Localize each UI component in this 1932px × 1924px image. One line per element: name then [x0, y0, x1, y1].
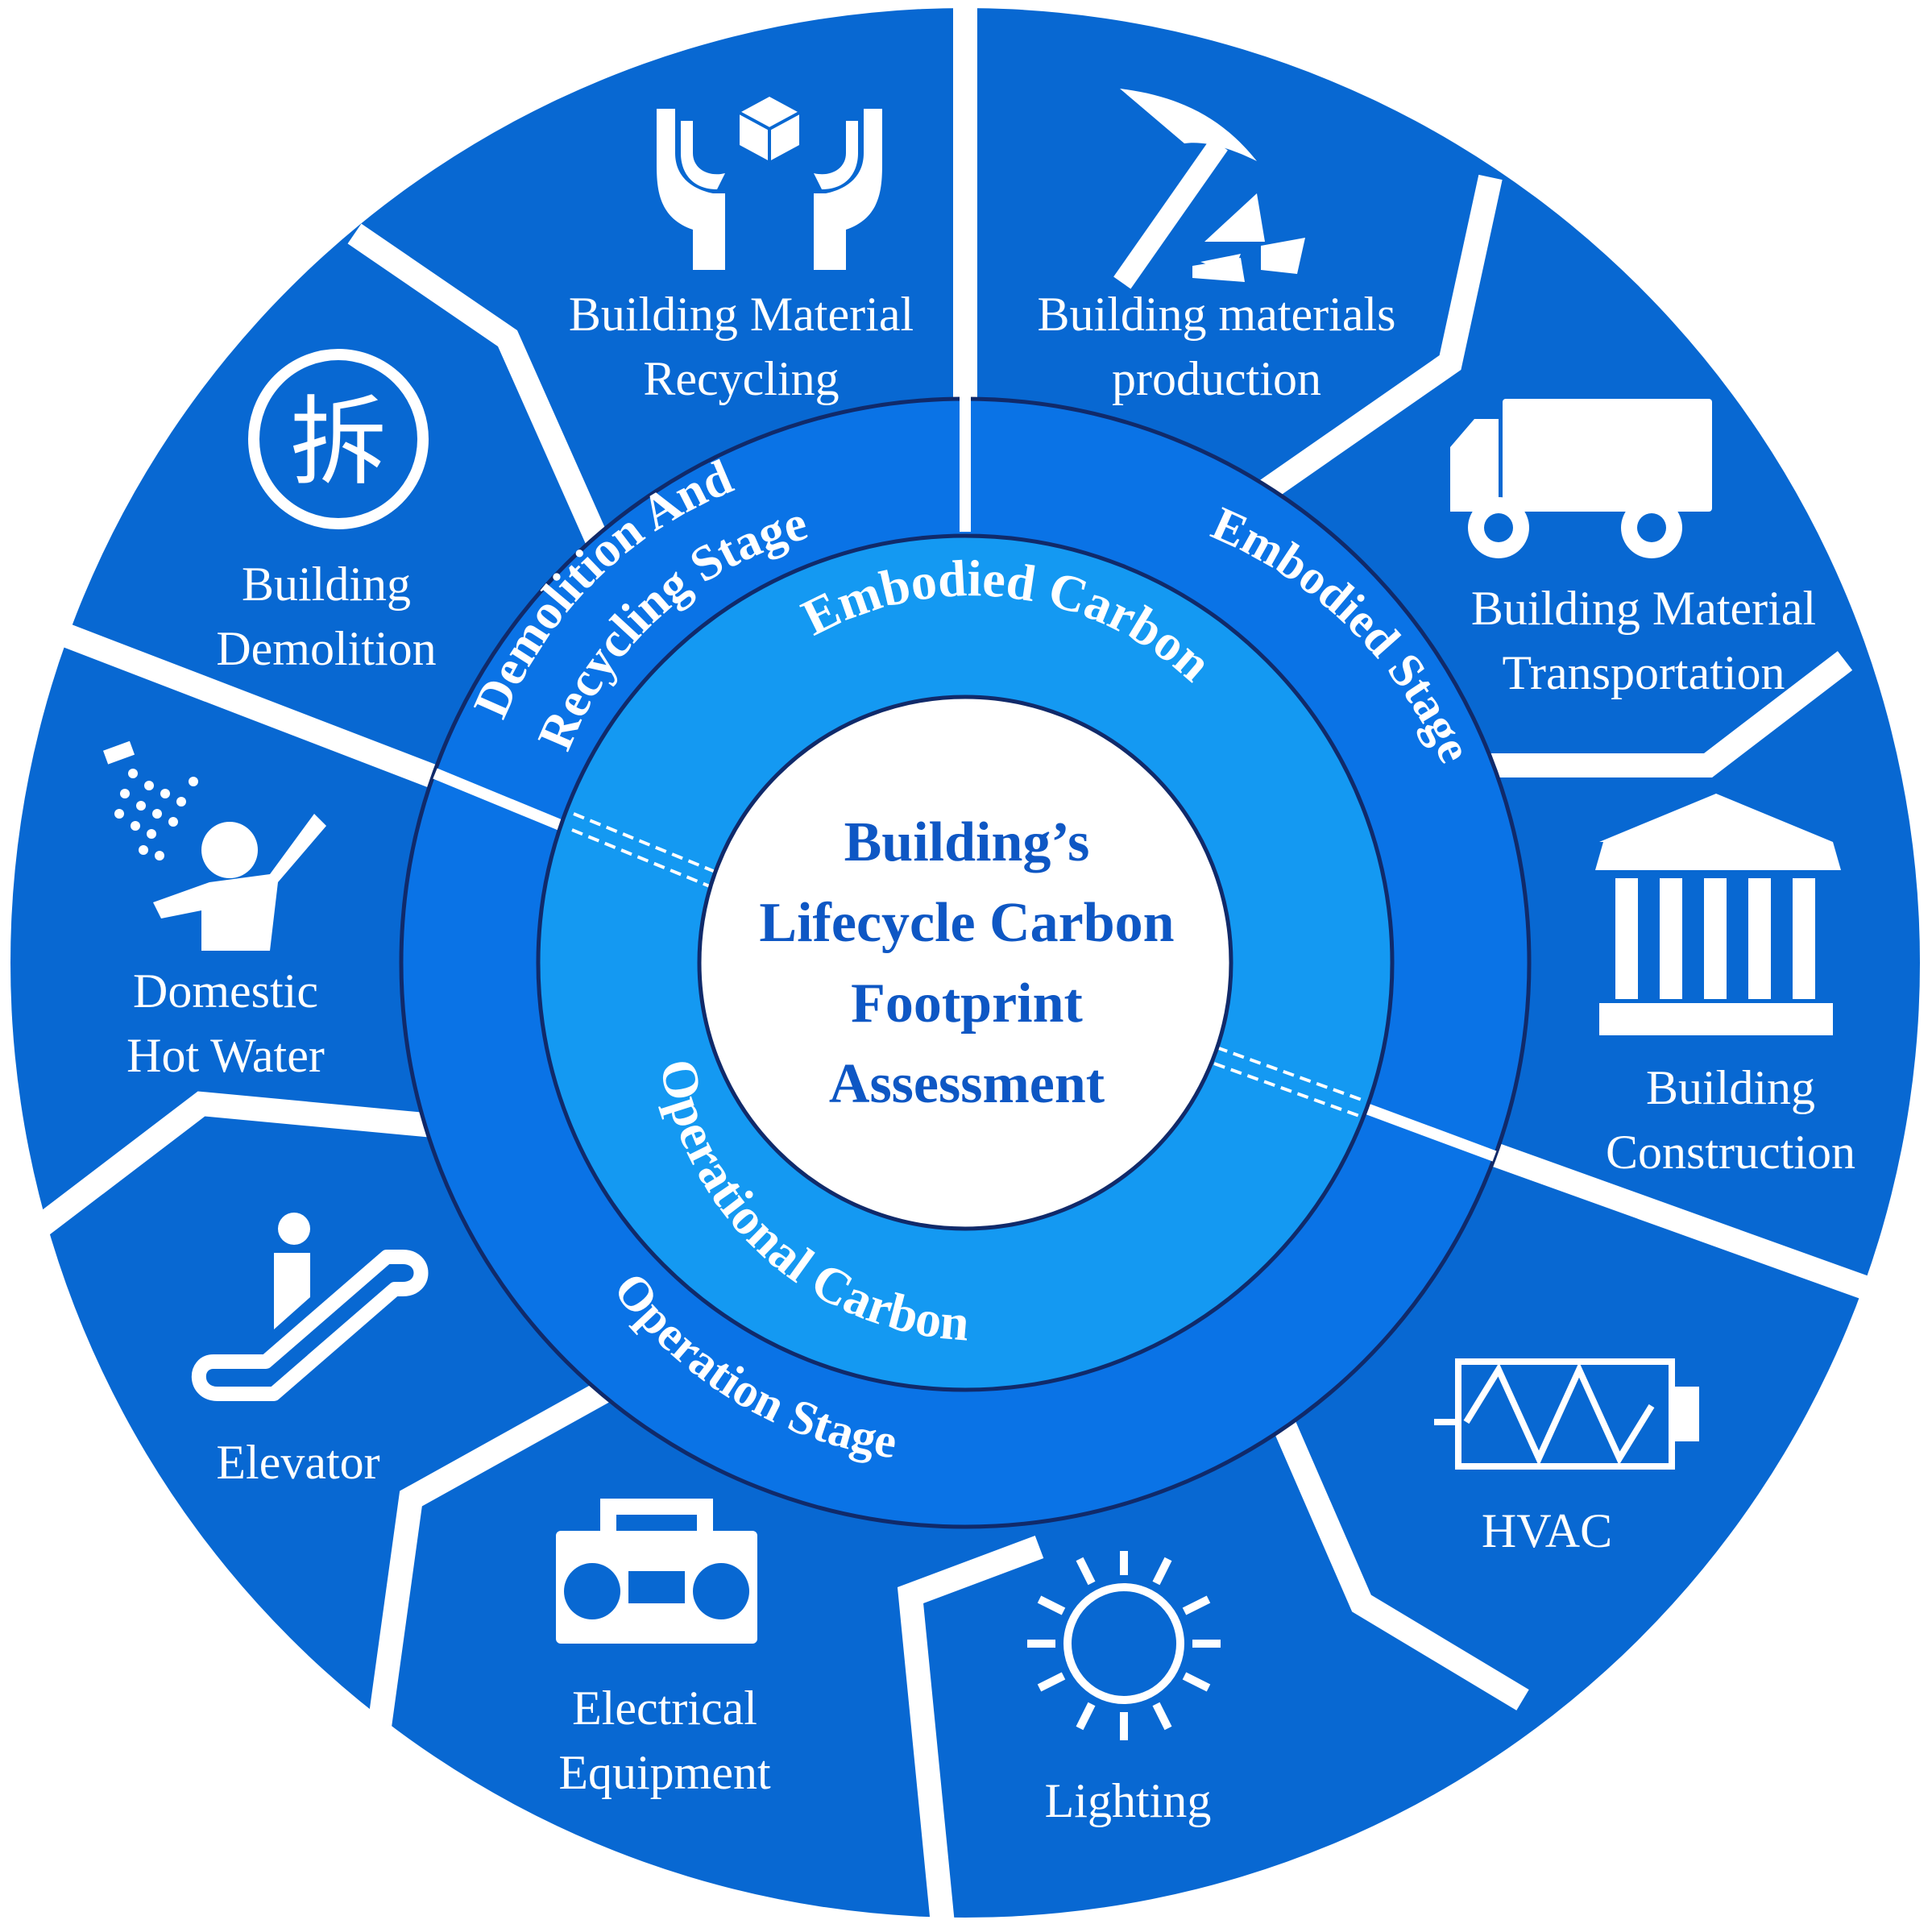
separator-lighting-electrical — [897, 1535, 1044, 1924]
label-hvac: HVAC — [1482, 1504, 1612, 1557]
building-columns-icon — [1595, 794, 1841, 1035]
label-electrical-2: Equipment — [558, 1746, 771, 1799]
separator-elevator-hotwater — [24, 1091, 461, 1242]
demolish-character-icon: 拆 — [248, 349, 429, 529]
separator-production-transport — [1258, 174, 1503, 502]
separator-transport-construction — [1490, 651, 1853, 777]
label-hot-water-1: Domestic — [133, 964, 318, 1018]
label-production-2: production — [1112, 352, 1321, 405]
label-transportation-1: Building Material — [1471, 582, 1816, 635]
center-title: Building’s Lifecycle Carbon Footprint As… — [759, 811, 1174, 1115]
separator-electrical-elevator — [367, 1366, 635, 1735]
escalator-icon — [191, 1213, 429, 1401]
stage-divider-left — [433, 768, 574, 836]
label-construction-2: Construction — [1606, 1126, 1855, 1179]
sun-icon — [1027, 1551, 1221, 1740]
label-production-1: Building materials — [1038, 288, 1396, 341]
center-line-1: Building’s — [844, 811, 1090, 873]
carbon-ring-dividers — [571, 812, 1362, 1117]
water-drops — [114, 769, 198, 860]
center-line-4: Assessment — [829, 1053, 1105, 1115]
separator-hvac-lighting — [1270, 1413, 1529, 1710]
demolish-glyph: 拆 — [290, 387, 387, 499]
label-electrical-1: Electrical — [572, 1681, 757, 1735]
label-elevator: Elevator — [216, 1436, 379, 1489]
truck-icon — [1450, 399, 1712, 558]
label-transportation-2: Transportation — [1502, 646, 1785, 699]
label-recycling-1: Building Material — [569, 288, 914, 341]
hvac-unit-icon — [1434, 1358, 1699, 1470]
label-demolition-2: Demolition — [216, 622, 436, 675]
shower-icon — [103, 740, 326, 951]
label-lighting: Lighting — [1045, 1774, 1212, 1827]
label-demolition-1: Building — [242, 558, 411, 611]
stage-divider-right — [1351, 1098, 1497, 1162]
center-circle — [697, 695, 1233, 1231]
boombox-icon — [556, 1499, 757, 1644]
separator-demolition-recycling — [347, 223, 616, 562]
label-construction-1: Building — [1646, 1061, 1815, 1114]
segment-labels: Building materials production Building M… — [126, 288, 1855, 1827]
label-recycling-2: Recycling — [643, 352, 839, 405]
hands-box-icon — [657, 97, 882, 270]
label-hot-water-2: Hot Water — [126, 1029, 325, 1082]
pickaxe-stones-icon — [1113, 89, 1305, 289]
center-line-2: Lifecycle Carbon — [759, 892, 1174, 954]
center-line-3: Footprint — [851, 972, 1083, 1035]
